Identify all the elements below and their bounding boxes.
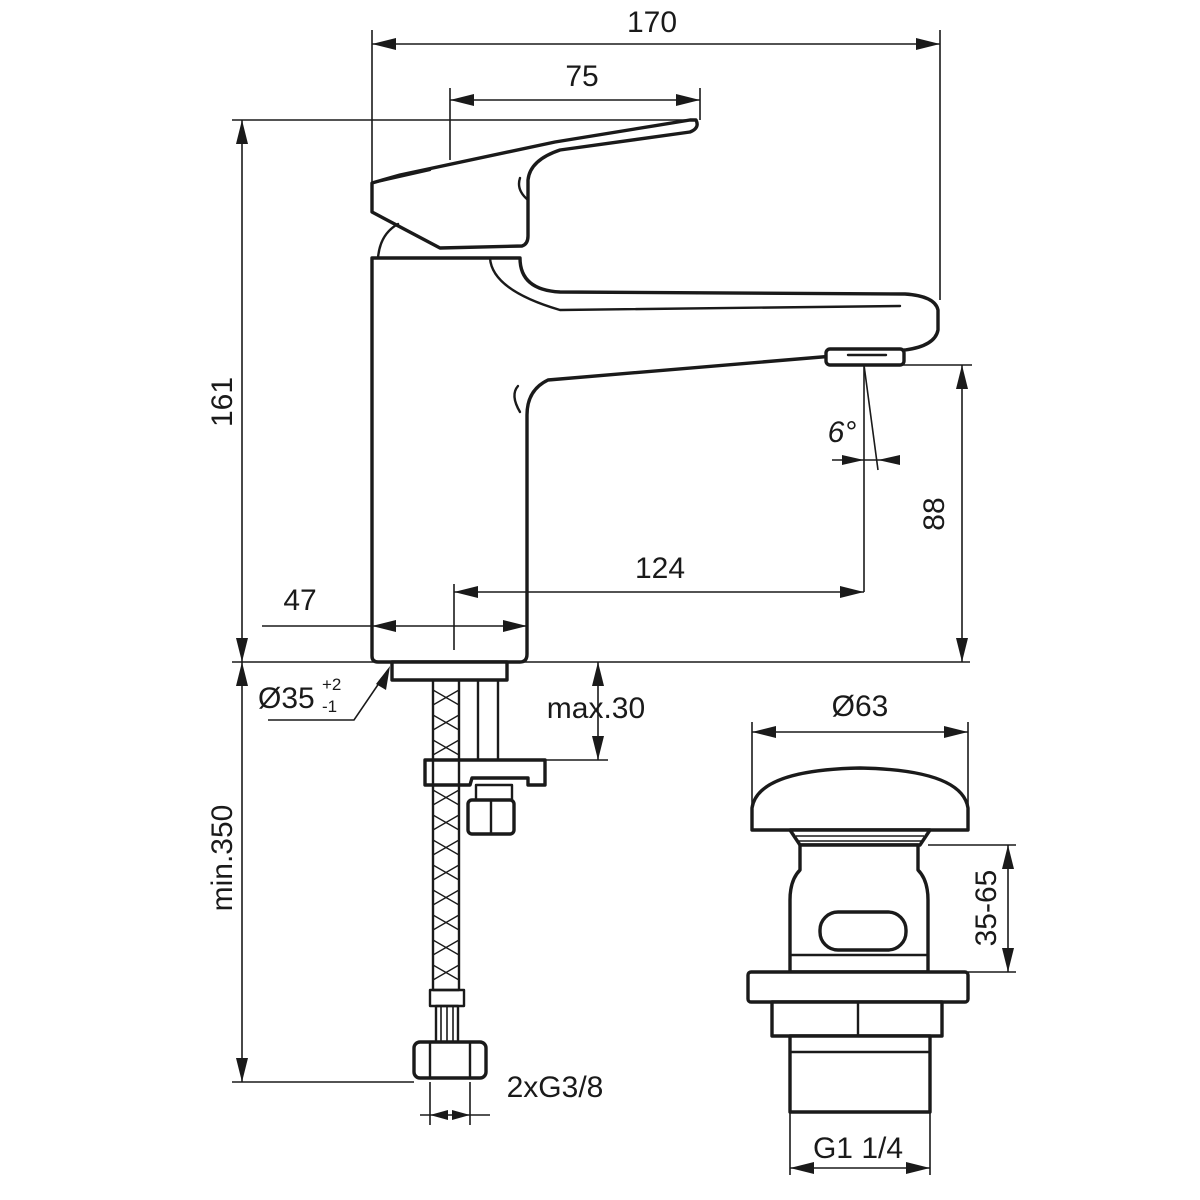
washer <box>474 783 514 802</box>
waste-body <box>788 843 930 974</box>
dim-spout-height: 88 <box>918 497 951 530</box>
dim-waste-range: 35-65 <box>970 870 1003 947</box>
dim-base-diameter: Ø35 <box>258 682 315 715</box>
dim-spout-angle: 6° <box>828 416 857 449</box>
fixing-rod <box>476 678 500 762</box>
dim-max-deck: max.30 <box>547 692 645 725</box>
dim-base-tol-minus: -1 <box>322 697 337 716</box>
dim-base-tol-plus: +2 <box>322 675 341 694</box>
dim-waste-diameter: Ø63 <box>832 690 889 723</box>
spout-curve <box>488 256 902 312</box>
base-ring <box>390 660 509 682</box>
spout-inner-curve <box>513 384 522 414</box>
dimension-lines <box>232 30 1016 1175</box>
hose-nut <box>412 1040 488 1080</box>
clamp-plate <box>423 758 547 787</box>
dim-waste-thread: G1 1/4 <box>813 1132 903 1165</box>
dim-min-hose: min.350 <box>206 805 239 912</box>
dim-total-height: 161 <box>206 377 239 427</box>
waste-cap <box>750 766 970 832</box>
waste-seal <box>788 828 932 847</box>
faucet <box>370 118 940 1080</box>
dim-body-width: 47 <box>283 584 316 617</box>
hose-ferrule <box>428 988 466 1008</box>
overflow-slot <box>818 910 908 952</box>
waste-flange <box>746 970 970 1004</box>
dimension-labels: 170 75 161 6° 88 124 47 Ø35 +2 -1 max.30… <box>206 6 1003 1165</box>
lever-handle <box>370 118 699 250</box>
aerator <box>824 347 906 367</box>
handle-edge <box>370 168 530 202</box>
dim-hose-connection: 2xG3/8 <box>507 1071 604 1104</box>
braided-hose <box>431 678 461 992</box>
dim-spout-reach: 124 <box>635 552 685 585</box>
pop-up-waste <box>746 766 970 1114</box>
dim-handle-length: 75 <box>565 60 598 93</box>
handle-base <box>376 222 400 260</box>
dim-overall-width: 170 <box>627 6 677 39</box>
waste-thread <box>788 1034 932 1114</box>
